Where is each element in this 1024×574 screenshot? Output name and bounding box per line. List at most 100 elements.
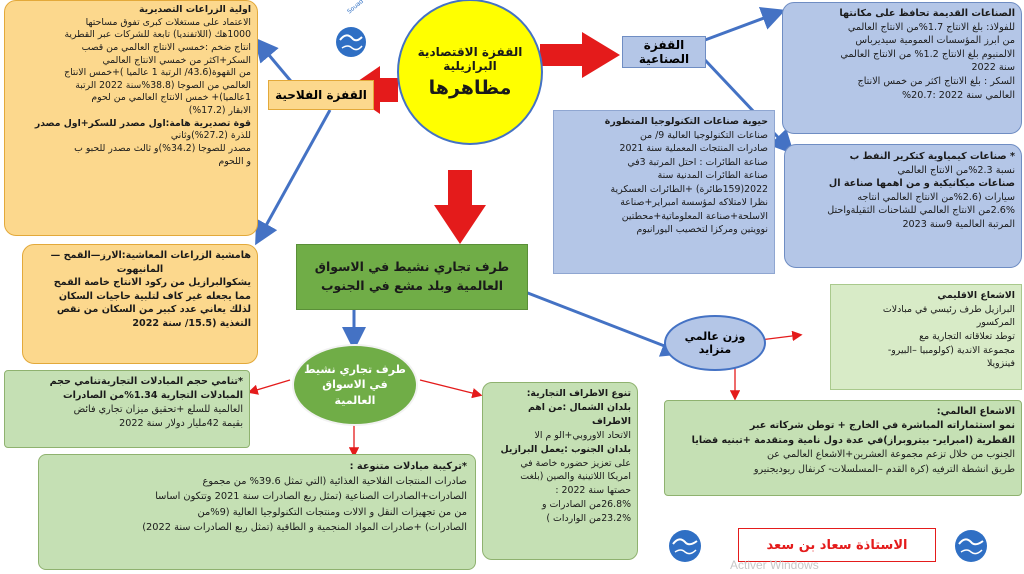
old-industries-line: من ابرز المؤسسات العمومية سيديرباس bbox=[855, 35, 1015, 47]
agri-exports-line: للذرة (27.2%)وثاني bbox=[170, 130, 251, 142]
logo-badge-bottom-right bbox=[946, 510, 996, 566]
weight-title: وزن عالمي متزايد bbox=[684, 330, 746, 356]
chemical-line: نسبة 2.3%من الانتاج العالمي bbox=[897, 164, 1015, 176]
center-line-1: القفزة الاقتصادية bbox=[417, 45, 523, 59]
weight-ellipse bbox=[664, 315, 766, 371]
hightech-line: صادرات المنتجات المعملية سنة 2021 bbox=[619, 143, 769, 155]
structure-line: من من تجهيزات النقل و الالات ومنتجات الت… bbox=[197, 506, 467, 518]
agri-exports-line: السكر+اكثر من خمسي الانتاج العالمي bbox=[102, 54, 251, 66]
agri-exports-line: مصدر للصوجا (34.2%)و ثالث مصدر للحبو ب bbox=[74, 143, 251, 155]
red-arrow-right bbox=[540, 32, 620, 78]
author-box: الاستاذة سعاد بن سعد bbox=[738, 528, 936, 562]
trade-partners-box: تنوع الاطراف التجارية: بلدان الشمال :من … bbox=[482, 382, 638, 560]
subsistence-line: هامشية الزراعات المعاشية:الارز—القمح — bbox=[50, 250, 251, 261]
agri-exports-line: انتاج ضخم :خمسي الانتاج العالمي من قصب bbox=[81, 41, 251, 53]
industry-title-box: القفزة الصناعية bbox=[622, 36, 706, 68]
globe-icon bbox=[669, 530, 701, 562]
old-industries-line: للفولاذ: بلغ الانتاج 1.7%من الانتاج العا… bbox=[847, 21, 1015, 33]
trade-volume-line: *تنامي حجم المبادلات التجاريةتنامي حجم bbox=[49, 376, 243, 387]
trade-sub-title-box: طرف تجاري نشيط في الاسواق العالمية bbox=[303, 355, 407, 415]
subsistence-line: مما يجعله غير كاف لتلبية حاجيات السكان bbox=[58, 290, 251, 302]
logo-badge-bottom-left bbox=[660, 510, 710, 566]
partners-line: بلدان الشمال :من اهم الاطراف bbox=[527, 401, 631, 427]
trade-title-box: طرف تجاري نشيط في الاسواق العالمية وبلد … bbox=[296, 244, 528, 310]
regional-heading: الاشعاع الاقليمي bbox=[937, 290, 1015, 301]
partners-heading: تنوع الاطراف التجارية: bbox=[526, 388, 631, 399]
agri-exports-line: الاعتماد على مستغلات كبرى تفوق مساحتها bbox=[85, 16, 251, 28]
arrow-trade-to-weight bbox=[519, 288, 686, 357]
global-line: القطرية (امبراير- بيتروبراز)في عدة دول ن… bbox=[691, 434, 1015, 446]
agri-exports-line: 1عالميا)+ خمس الانتاج العالمي من لحوم bbox=[91, 92, 251, 104]
subsistence-line: التغذية (15.5/ سنة 2022 bbox=[132, 318, 251, 330]
hightech-line: 2022(159طائرة) +الطائرات العسكرية bbox=[610, 183, 768, 195]
trade-volume-box: *تنامي حجم المبادلات التجاريةتنامي حجم ا… bbox=[4, 370, 250, 448]
structure-heading: *تركيبة مبادلات متنوعة : bbox=[349, 461, 467, 472]
arrow-sub-to-partners bbox=[419, 379, 483, 399]
chemical-heading: * صناعات كيمياوية كتكرير النفط ب bbox=[849, 151, 1015, 162]
hightech-heading: حيوية صناعات التكنولوجيا المتطورة bbox=[604, 116, 768, 127]
author-name: الاستاذة سعاد بن سعد bbox=[766, 537, 908, 553]
hightech-box: حيوية صناعات التكنولوجيا المتطورة صناعات… bbox=[553, 110, 775, 274]
arrow-sub-to-volume bbox=[247, 379, 291, 395]
global-line: الجنوب من خلال تزعم مجموعة العشرين+الاشع… bbox=[766, 449, 1015, 461]
arrow-agri-to-subsistence bbox=[255, 109, 332, 246]
arrow-industry-to-chemical bbox=[703, 58, 795, 155]
agri-exports-heading: اولية الزراعات التصديرية bbox=[139, 4, 251, 15]
subsistence-line: لذلك يعاني عدد كبير من السكان من نقص bbox=[56, 304, 251, 316]
center-line-2: البرازيلية bbox=[443, 59, 497, 73]
activation-watermark: Activer Windows bbox=[730, 558, 819, 572]
trade-sub-title: طرف تجاري نشيط في الاسواق العالمية bbox=[304, 362, 406, 407]
regional-influence-box: الاشعاع الاقليمي البرازيل طرف رئيسي في م… bbox=[830, 284, 1022, 390]
trade-volume-line: العالمية للسلع +تحقيق ميزان تجاري فائض bbox=[73, 403, 243, 415]
regional-line: فينزويلا bbox=[986, 358, 1015, 370]
regional-line: توطد تعلاقاته التجارية مع bbox=[919, 330, 1015, 342]
agri-exports-line: الابقار (17.2%) bbox=[188, 105, 251, 117]
partners-line: 23.2%من الواردات ) bbox=[546, 513, 631, 525]
global-heading: الاشعاع العالمي: bbox=[936, 406, 1015, 417]
chemical-line: صناعات ميكانيكية و من اهمها صناعة ال bbox=[828, 178, 1015, 190]
structure-line: صادرات المنتجات الفلاحية الغذائية (التي … bbox=[202, 476, 467, 488]
subsistence-line: المانيهوت bbox=[116, 263, 164, 275]
old-industries-line: الالمنيوم بلغ الانتاج 1.2% من الانتاج ال… bbox=[840, 48, 1015, 60]
hightech-line: الاسلحة+صناعة المعلوماتية+محطتين bbox=[621, 210, 768, 222]
weight-title-box: وزن عالمي متزايد bbox=[668, 330, 762, 356]
partners-line: حصتها سنة 2022 : bbox=[555, 485, 631, 497]
hightech-line: نوويتين ومركزا لتخصيب اليورانيوم bbox=[636, 224, 768, 236]
agri-exports-line: 1000هك (اللاتفنديا) تابعة للشركات عبر ال… bbox=[64, 29, 251, 41]
global-line: طريق انشطة الترفيه (كرة القدم –المسلسلات… bbox=[753, 463, 1015, 475]
old-industries-line: السكر : بلغ الانتاج اكثر من خمس الانتاج bbox=[857, 76, 1015, 88]
structure-line: الصادرات) +صادرات المواد المنجمية و الطا… bbox=[142, 521, 467, 533]
center-ellipse bbox=[397, 0, 543, 145]
old-industries-heading: الصناعات القديمة تحافظ على مكانتها bbox=[839, 8, 1015, 19]
old-industries-box: الصناعات القديمة تحافظ على مكانتها للفول… bbox=[782, 2, 1022, 134]
globe-icon bbox=[955, 530, 987, 562]
agri-exports-line: و اللحوم bbox=[218, 155, 252, 167]
partners-line: الاتحاد الاوروبي+الو م الا bbox=[534, 429, 631, 441]
partners-line: بلدان الجنوب :يعمل البرازيل bbox=[500, 443, 632, 455]
hightech-line: صناعة الطائرات المدنية سنة bbox=[657, 170, 768, 182]
agri-exports-line: العالمي من الصوجا (38.8%سنة 2022 الرتبة bbox=[75, 79, 251, 91]
trade-structure-box: *تركيبة مبادلات متنوعة : صادرات المنتجات… bbox=[38, 454, 476, 570]
trade-volume-line: بقيمة 42مليار دولار سنة 2022 bbox=[119, 417, 243, 429]
chemical-industries-box: * صناعات كيمياوية كتكرير النفط ب نسبة 2.… bbox=[784, 144, 1022, 268]
structure-line: الصادرات+الصادرات الصناعية (تمثل ربع الص… bbox=[155, 491, 467, 503]
logo-badge-top: Souad Ben Saad bbox=[326, 0, 388, 62]
agri-exports-line: من القهوة(43.6/ الرتبة 1 عالميا )+خمس ال… bbox=[64, 67, 251, 79]
partners-line: 26.8%من الصادرات و bbox=[541, 499, 631, 511]
chemical-line: سيارات (2.6%من الانتاج العالمي انتاجه bbox=[857, 191, 1015, 203]
trade-title: طرف تجاري نشيط في الاسواق العالمية وبلد … bbox=[314, 259, 510, 293]
hightech-line: نظرا لامتلاكه لمؤسسة امبراير+صناعة bbox=[620, 197, 768, 209]
trade-sub-ellipse bbox=[292, 344, 418, 426]
global-line: نمو استثماراته المباشرة في الخارج + توطن… bbox=[749, 420, 1015, 432]
agri-title: القفزة الفلاحية bbox=[275, 88, 367, 102]
agri-exports-line: قوة تصديرية هامة:اول مصدر للسكر+اول مصدر bbox=[34, 117, 251, 129]
chemical-line: المرتبة العالمية 9سنة 2023 bbox=[902, 219, 1015, 231]
partners-line: امريكا اللاتينية والصين (بلغت bbox=[520, 471, 631, 483]
agri-subsistence-box: هامشية الزراعات المعاشية:الارز—القمح — ا… bbox=[22, 244, 258, 364]
industry-title: القفزة الصناعية bbox=[638, 38, 690, 66]
old-industries-line: سنة 2022 bbox=[971, 62, 1015, 74]
chemical-line: 2.6%من الانتاج العالمي للشاحنات الثقيلةو… bbox=[827, 205, 1015, 217]
center-line-3: مظاهرها bbox=[428, 77, 512, 99]
regional-line: البرازيل طرف رئيسي في مبادلات bbox=[882, 303, 1015, 315]
hightech-line: صناعة الطائرات : احتل المرتبة 3في bbox=[627, 156, 768, 168]
